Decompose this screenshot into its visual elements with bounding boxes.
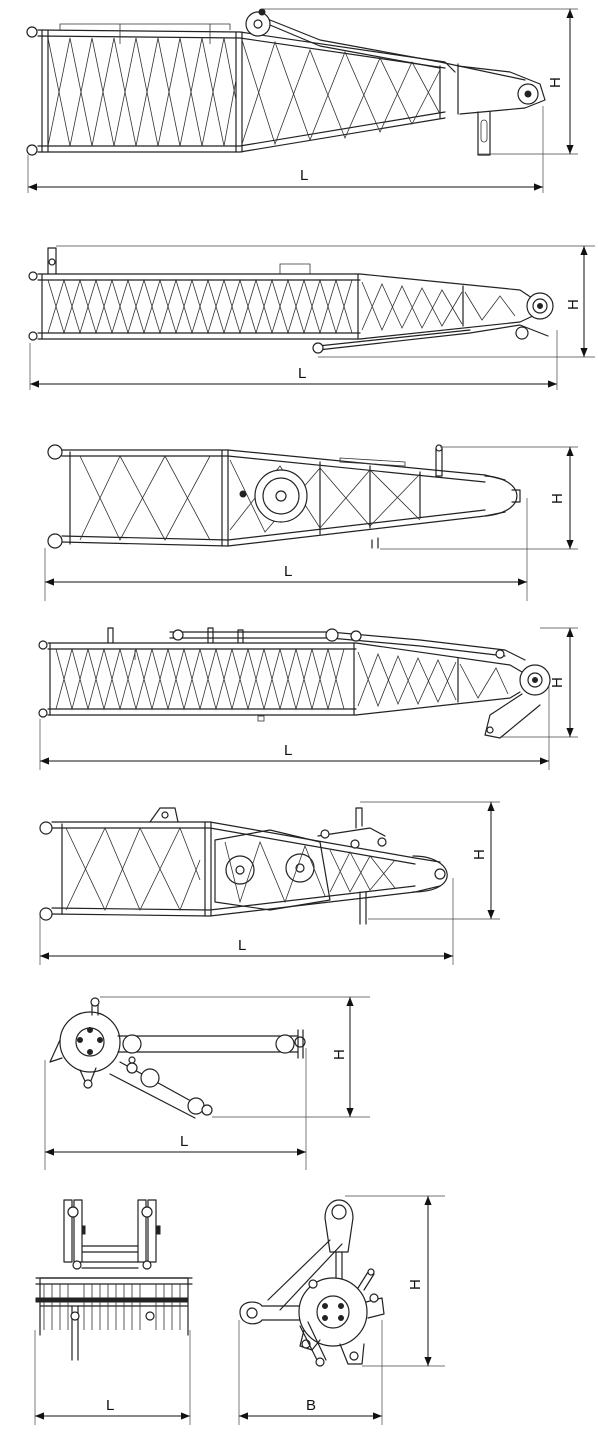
dim-label-H6: H [331,1049,348,1060]
dim-label-L5: L [238,937,246,954]
dim-label-L4: L [284,742,292,759]
boom-intermediate-section-drawing: L H [28,245,595,390]
boom-top-section-long-drawing: L H [38,627,578,770]
pendant-frame-drawing: L H [44,996,370,1170]
boom-top-section-short-drawing: L H [44,444,578,601]
dim-label-H8: H [407,1279,424,1290]
dim-label-L3: L [284,563,292,580]
dim-label-H1: H [547,77,564,88]
dim-label-L1: L [300,167,308,184]
jib-head-section-drawing: L H [39,801,500,965]
dim-label-L2: L [298,365,306,382]
boom-base-section-drawing: L H [26,8,578,193]
dim-label-H3: H [549,493,566,504]
dim-label-L6: L [180,1133,188,1150]
dim-label-B8: B [306,1397,316,1414]
dim-label-H5: H [471,849,488,860]
dim-label-H2: H [565,299,582,310]
hook-block-side-drawing: L [34,1199,193,1425]
dim-label-L7: L [106,1397,114,1414]
hook-block-front-drawing: B H [238,1195,445,1425]
dim-label-H4: H [549,677,566,688]
